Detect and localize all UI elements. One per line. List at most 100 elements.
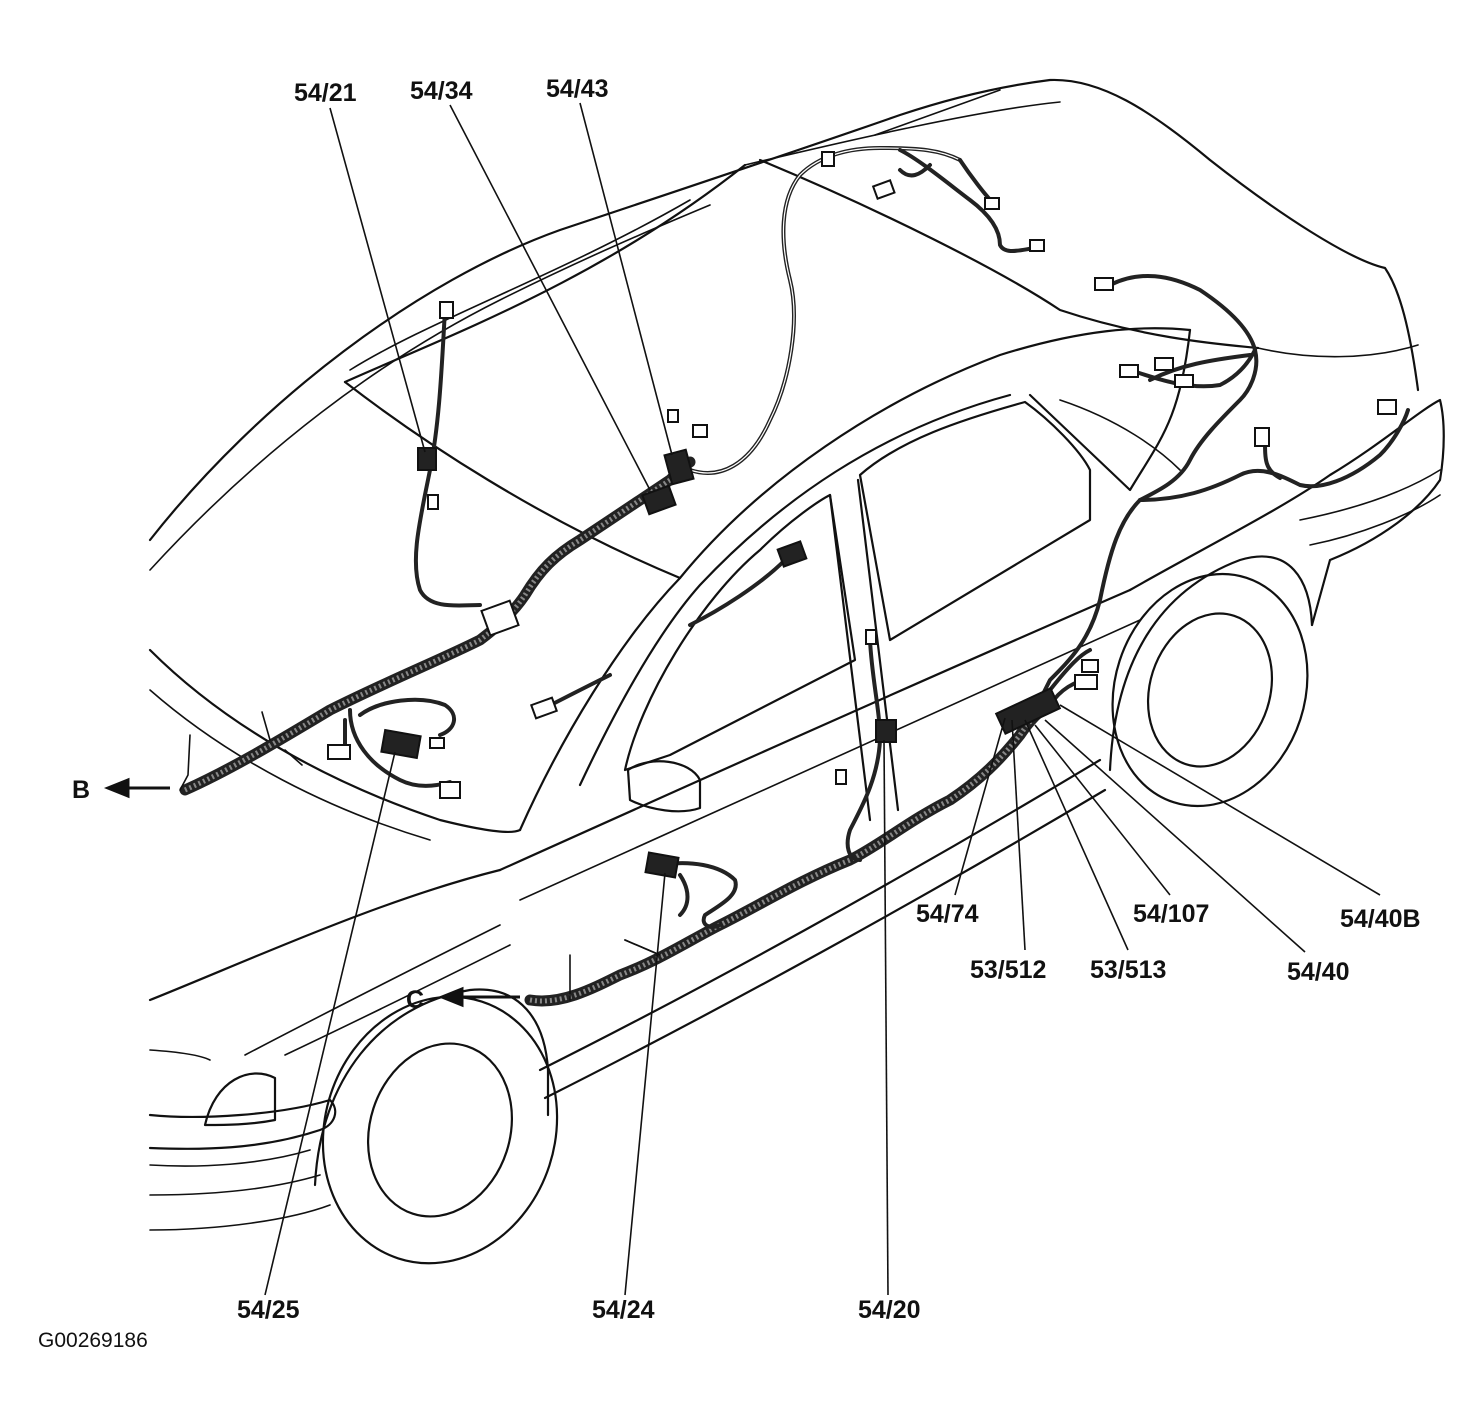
- rear-door-window: [858, 400, 1092, 642]
- connector-b-pillar-top: [865, 629, 877, 645]
- roof-ridge: [744, 101, 1061, 166]
- leader-54-74: [954, 717, 1006, 896]
- hood-line: [149, 689, 431, 841]
- connector-a-pillar-mid: [427, 494, 439, 510]
- connector-54-20: [875, 719, 897, 743]
- connector-rear-deck-1: [1094, 277, 1114, 291]
- front-wheel-inner: [366, 1042, 514, 1218]
- callout-54-25: 54/25: [237, 1296, 300, 1324]
- callout-54-74: 54/74: [916, 900, 979, 928]
- arrow-c-label: C: [406, 986, 424, 1014]
- grille-line: [149, 1049, 211, 1061]
- belt-line-2: [519, 619, 1141, 901]
- connector-54-43: [663, 448, 695, 486]
- wire-rear-cluster-2: [1048, 648, 1092, 692]
- arrow-c-head: [437, 986, 464, 1008]
- connector-dash-small: [429, 737, 445, 749]
- leader-54-40: [1044, 719, 1306, 953]
- leader-54-40B: [1059, 704, 1381, 896]
- wire-b-pillar: [845, 638, 882, 862]
- harness-cowl-hatch: [183, 459, 692, 793]
- callout-54-21: 54/21: [294, 79, 357, 107]
- front-fender-line: [244, 924, 501, 1056]
- connector-rear-quarter: [1254, 427, 1270, 447]
- connector-dash-top: [692, 424, 708, 438]
- trunk-line: [1257, 344, 1419, 358]
- direction-arrow-b: B: [72, 776, 170, 804]
- rear-bumper: [1299, 469, 1441, 521]
- connector-rear-junction-3: [1081, 659, 1099, 673]
- front-fender-line-2: [284, 944, 511, 1056]
- windshield-inner: [349, 199, 691, 371]
- callout-54-107: 54/107: [1133, 900, 1209, 928]
- b-pillar: [828, 493, 872, 822]
- rear-window: [758, 158, 1260, 350]
- connector-roof-1: [871, 179, 896, 200]
- wire-dash-loop: [358, 697, 456, 737]
- wire-roof-branch-3: [898, 163, 932, 178]
- leader-54-107: [1034, 724, 1171, 896]
- belt-line: [498, 588, 1132, 872]
- callout-53-513: 53/513: [1090, 956, 1166, 984]
- front-bumper-line-3: [149, 1204, 331, 1231]
- roof-outline: [148, 78, 1420, 542]
- connector-dash-right: [439, 781, 461, 799]
- connector-rear-deck-4: [1154, 357, 1174, 371]
- headlight: [203, 1072, 277, 1127]
- c-pillar: [1028, 328, 1192, 492]
- car-body: [148, 78, 1445, 1265]
- windshield-top: [343, 163, 747, 384]
- wire-dash-connector: [348, 708, 452, 788]
- arrow-b-label: B: [72, 776, 90, 804]
- rear-wheel-inner: [1146, 612, 1274, 768]
- wire-roof-front: [688, 146, 962, 475]
- wire-rear-bumper: [1138, 408, 1410, 502]
- roof-inner-line: [149, 204, 711, 571]
- connector-54-21: [417, 447, 437, 471]
- leader-54-24: [624, 872, 666, 1296]
- wire-door-branch: [658, 861, 738, 929]
- wire-rear-deck: [1108, 273, 1257, 352]
- callout-54-34: 54/34: [410, 77, 473, 105]
- rocker: [538, 758, 1102, 1072]
- connector-54-25: [380, 728, 422, 760]
- front-fender: [148, 868, 502, 1002]
- front-bumper-line-2: [149, 1174, 321, 1196]
- callout-53-512: 53/512: [970, 956, 1046, 984]
- wire-a-pillar-left: [413, 308, 482, 608]
- rear-bumper-2: [1309, 494, 1441, 546]
- callout-54-43: 54/43: [546, 75, 609, 103]
- ground-stud-b: [179, 734, 191, 791]
- leader-54-43: [579, 102, 673, 456]
- connector-dash-top-2: [667, 409, 679, 423]
- connector-roof-front: [821, 151, 835, 167]
- side-mirror: [626, 760, 702, 813]
- arrow-b-head: [103, 777, 130, 799]
- rocker-lower: [543, 788, 1107, 1100]
- callout-labels: 54/21 54/34 54/43 54/74 53/512 53/513 54…: [237, 75, 1421, 1324]
- connector-54-24: [644, 851, 680, 879]
- cowl-clip: [261, 711, 271, 741]
- leader-lines: [264, 102, 1381, 1296]
- connector-roof-3: [1029, 239, 1045, 252]
- leader-53-513: [1024, 719, 1129, 951]
- callout-54-20: 54/20: [858, 1296, 921, 1324]
- windshield-lower: [343, 380, 682, 580]
- leader-54-34: [449, 104, 651, 491]
- roof-ridge-2: [874, 89, 1001, 136]
- hood-edge: [148, 648, 522, 834]
- a-pillar: [518, 327, 1192, 832]
- harness-sill-hatch: [529, 702, 1052, 1004]
- connector-window-switch: [776, 540, 808, 568]
- front-wheel-outer: [321, 995, 559, 1265]
- connector-cowl-mount: [480, 599, 520, 637]
- wire-window-switch: [688, 558, 787, 627]
- wire-door-branch-2: [678, 873, 690, 917]
- rear-wheel-arch: [1108, 555, 1314, 772]
- leader-54-21: [329, 107, 426, 453]
- connector-roof-2: [984, 197, 1000, 210]
- connector-a-pillar-top: [439, 301, 454, 319]
- callout-54-40B: 54/40B: [1340, 905, 1421, 933]
- connector-rear-deck-3: [1174, 374, 1194, 388]
- leader-54-20: [883, 739, 889, 1296]
